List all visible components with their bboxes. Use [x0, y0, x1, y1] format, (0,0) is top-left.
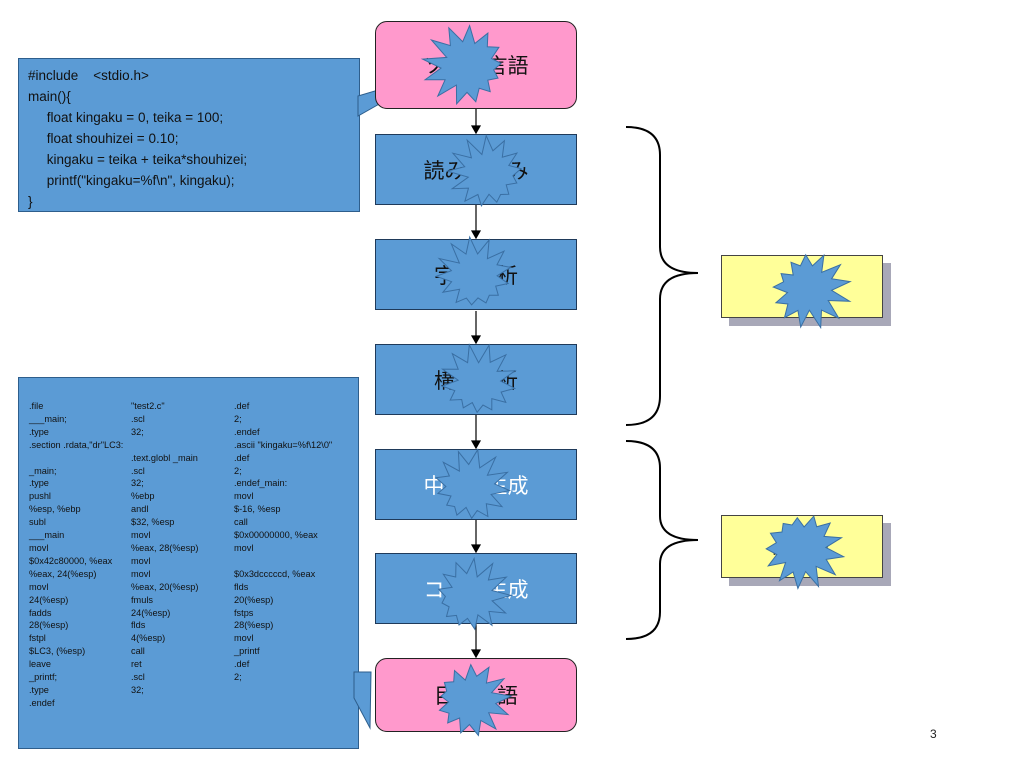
assembly-line: _printf; — [29, 672, 58, 683]
assembly-line: ___main; — [29, 413, 67, 424]
assembly-line: %eax, 20(%esp) — [131, 581, 199, 592]
assembly-line: call — [131, 646, 145, 657]
front-end-brace — [625, 126, 699, 426]
assembly-line: movl — [131, 530, 151, 541]
assembly-line: .type — [29, 426, 49, 437]
code-line: printf("kingaku=%f\n", kingaku); — [28, 173, 235, 188]
assembly-line: .scl — [131, 465, 145, 476]
assembly-line: .endef_main: — [234, 478, 288, 489]
burst-source-language — [420, 24, 502, 106]
assembly-column-3: .def 2; .endef .ascii "kingaku=%f\12\0" .def… — [234, 400, 332, 710]
assembly-line: .section .rdata,"dr"LC3: — [29, 439, 124, 450]
assembly-line: 2; — [234, 465, 242, 476]
assembly-line: _main; — [29, 465, 57, 476]
assembly-line: 2; — [234, 413, 242, 424]
burst-read-step — [445, 134, 523, 207]
assembly-line: %eax, 24(%esp) — [29, 568, 97, 579]
assembly-callout-tail — [353, 671, 372, 730]
assembly-line: .def — [234, 401, 250, 411]
assembly-line: movl — [234, 491, 254, 502]
assembly-line: .text.globl _main — [131, 452, 198, 463]
assembly-line: .endef — [29, 697, 55, 708]
assembly-line: 28(%esp) — [234, 620, 274, 631]
assembly-line: movl — [131, 555, 151, 566]
code-line: } — [28, 194, 33, 209]
assembly-line: .type — [29, 478, 49, 489]
assembly-line: andl — [131, 504, 149, 515]
source-code-callout: #include <stdio.h> main(){ float kingaku… — [18, 58, 360, 212]
assembly-line: leave — [29, 659, 51, 670]
code-line: kingaku = teika + teika*shouhizei; — [28, 152, 248, 167]
assembly-line: %eax, 28(%esp) — [131, 542, 199, 553]
page-number: 3 — [930, 727, 937, 741]
flow-arrows — [470, 109, 482, 659]
assembly-line: movl — [131, 568, 151, 579]
assembly-line: flds — [234, 581, 249, 592]
assembly-line: 2; — [234, 672, 242, 683]
assembly-line: ret — [131, 659, 142, 670]
code-line: float shouhizei = 0.10; — [28, 131, 179, 146]
burst-target-language — [438, 663, 513, 737]
assembly-line: fadds — [29, 607, 52, 618]
burst-codegen — [437, 556, 513, 631]
assembly-line: .scl — [131, 413, 145, 424]
code-line: #include <stdio.h> — [28, 68, 149, 83]
burst-syntax — [440, 343, 517, 414]
assembly-line: 28(%esp) — [29, 620, 69, 631]
assembly-line: 24(%esp) — [131, 607, 171, 618]
assembly-line: fstpl — [29, 633, 46, 644]
assembly-line: call — [234, 517, 248, 528]
assembly-line: 32; — [131, 426, 144, 437]
assembly-line: 24(%esp) — [29, 594, 69, 605]
assembly-line: .def — [234, 452, 250, 463]
assembly-column-1: .file ___main; .type .section .rdata,"dr"LC… — [29, 400, 123, 710]
assembly-line: $32, %esp — [131, 517, 175, 528]
assembly-line: pushl — [29, 491, 51, 502]
assembly-line: movl — [29, 581, 49, 592]
burst-lexical — [434, 235, 512, 306]
assembly-line: movl — [234, 633, 254, 644]
assembly-line: .file — [29, 401, 44, 411]
assembly-callout: .file ___main; .type .section .rdata,"dr"LC… — [18, 377, 359, 749]
assembly-line: movl — [234, 542, 254, 553]
burst-front-note — [772, 253, 852, 330]
assembly-line: $LC3, (%esp) — [29, 646, 86, 657]
assembly-line: 32; — [131, 478, 144, 489]
code-line: main(){ — [28, 89, 71, 104]
assembly-line: .def — [234, 659, 250, 670]
code-line: float kingaku = 0, teika = 100; — [28, 110, 224, 125]
assembly-line: .ascii "kingaku=%f\12\0" — [234, 439, 333, 450]
assembly-line: .type — [29, 684, 49, 695]
assembly-line: %esp, %ebp — [29, 504, 81, 515]
assembly-line: flds — [131, 620, 146, 631]
assembly-line: $0x42c80000, %eax — [29, 555, 113, 566]
burst-intermediate — [434, 448, 512, 520]
assembly-line: movl — [29, 542, 49, 553]
assembly-line: _printf — [234, 646, 260, 657]
assembly-line: fmuls — [131, 594, 153, 605]
assembly-line: .endef — [234, 426, 260, 437]
back-end-brace — [625, 440, 699, 640]
assembly-line: $0x00000000, %eax — [234, 530, 318, 541]
assembly-line: .scl — [131, 672, 145, 683]
assembly-line: 20(%esp) — [234, 594, 274, 605]
assembly-line: "test2.c" — [131, 401, 165, 411]
assembly-line: ___main — [29, 530, 65, 541]
burst-back-note — [765, 515, 846, 590]
assembly-line: 4(%esp) — [131, 633, 166, 644]
assembly-line: $0x3dcccccd, %eax — [234, 568, 316, 579]
assembly-line: 32; — [131, 684, 144, 695]
assembly-line: $-16, %esp — [234, 504, 281, 515]
assembly-line: subl — [29, 517, 46, 528]
assembly-line: fstps — [234, 607, 254, 618]
assembly-line: %ebp — [131, 491, 155, 502]
